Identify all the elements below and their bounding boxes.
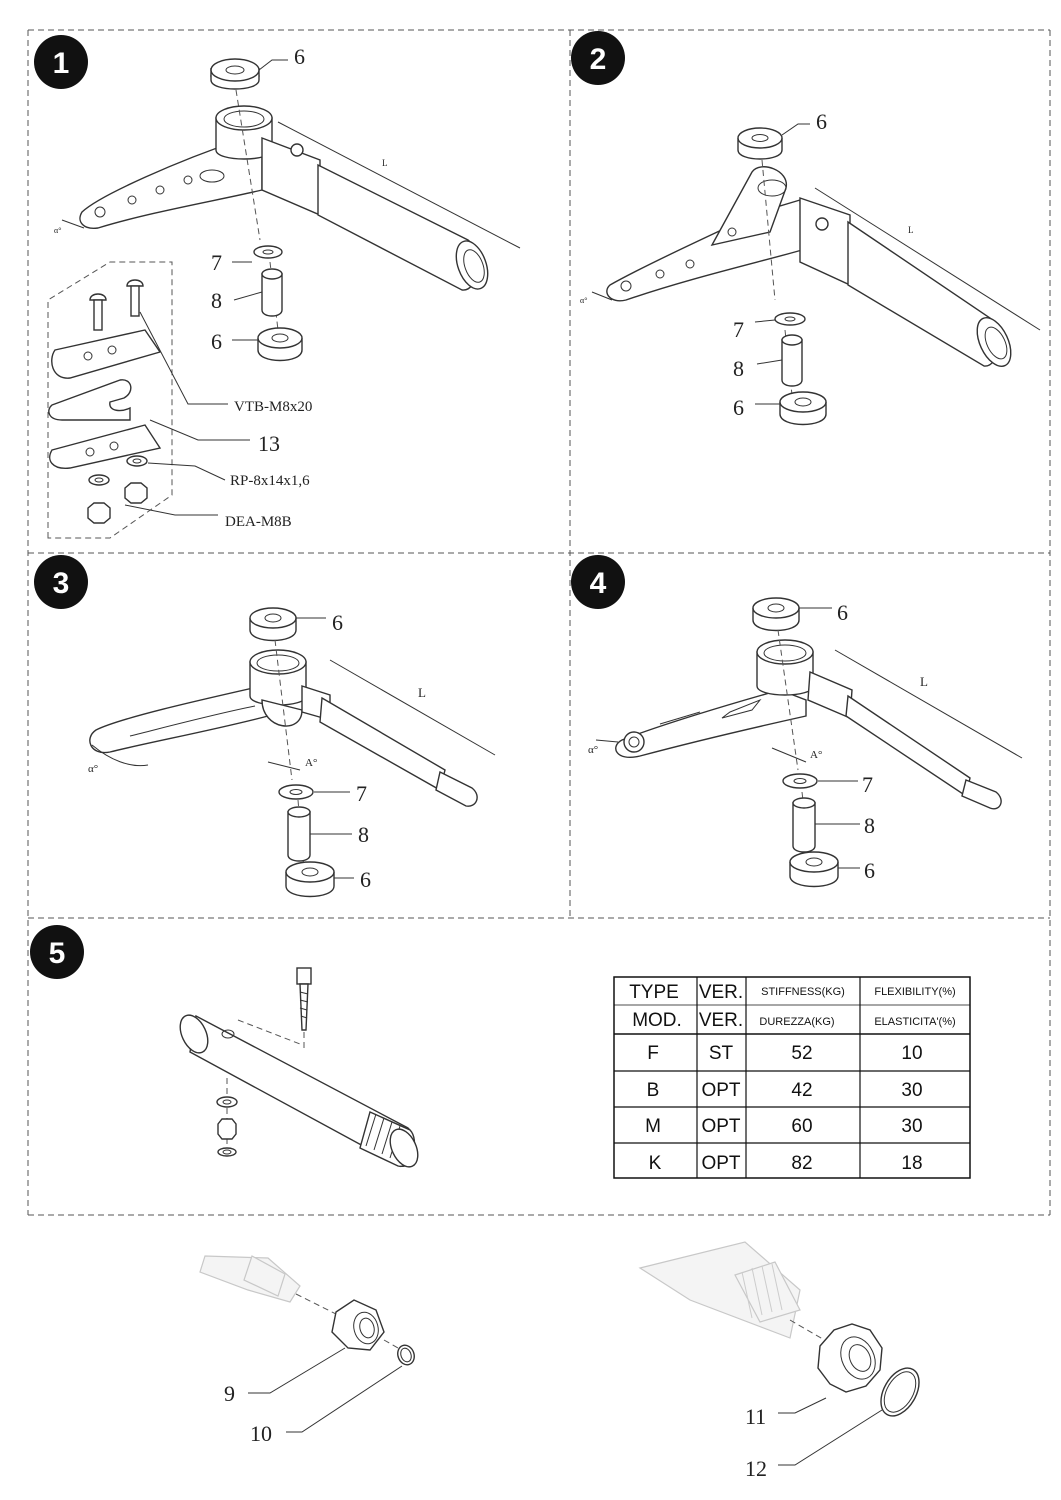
step-badge-4: 4	[571, 555, 625, 609]
table-header-durezza: DUREZZA(KG)	[759, 1016, 834, 1028]
svg-text:B: B	[647, 1080, 660, 1101]
svg-text:L: L	[382, 158, 388, 168]
step-badge-5: 5	[30, 925, 84, 979]
svg-text:M: M	[645, 1116, 661, 1137]
svg-text:30: 30	[901, 1116, 922, 1137]
step-badge-1: 1	[34, 35, 88, 89]
svg-text:18: 18	[901, 1153, 922, 1174]
table-header-mod: MOD.	[632, 1010, 682, 1031]
svg-text:F: F	[647, 1043, 659, 1064]
svg-text:DEA-M8B: DEA-M8B	[225, 514, 292, 530]
svg-text:α°: α°	[588, 744, 598, 756]
table-header-elasticita: ELASTICITA'(%)	[874, 1016, 955, 1028]
panel-3-swing-arm: L α° A° 6 7 8 6	[88, 607, 496, 898]
svg-text:L: L	[418, 685, 426, 700]
bottom-left-nut-detail: 9 10	[199, 1255, 415, 1446]
svg-text:6: 6	[332, 610, 343, 635]
svg-text:VTB-M8x20: VTB-M8x20	[234, 399, 312, 415]
svg-text:6: 6	[294, 44, 305, 69]
svg-text:11: 11	[745, 1404, 766, 1429]
svg-text:4: 4	[590, 567, 607, 600]
svg-text:6: 6	[837, 600, 848, 625]
table-header-stiffness: STIFFNESS(KG)	[761, 986, 845, 998]
svg-text:7: 7	[862, 772, 873, 797]
panel-borders	[27, 29, 1051, 1216]
svg-text:L: L	[920, 674, 928, 689]
panel-1-swing-arm: L α° 6 7 8 6	[47, 44, 521, 539]
svg-text:ST: ST	[709, 1043, 734, 1064]
bottom-right-ringnut-detail: 11 12	[638, 1241, 920, 1481]
svg-text:OPT: OPT	[701, 1116, 740, 1137]
svg-text:A°: A°	[810, 749, 822, 761]
svg-text:12: 12	[745, 1456, 767, 1481]
svg-text:8: 8	[211, 288, 222, 313]
svg-text:6: 6	[211, 329, 222, 354]
table-header-flexibility: FLEXIBILITY(%)	[874, 986, 955, 998]
svg-text:52: 52	[791, 1043, 812, 1064]
svg-text:α°: α°	[54, 226, 61, 235]
svg-text:6: 6	[360, 867, 371, 892]
svg-text:7: 7	[211, 250, 222, 275]
svg-text:6: 6	[864, 858, 875, 883]
svg-text:6: 6	[816, 109, 827, 134]
svg-text:42: 42	[791, 1080, 812, 1101]
svg-text:OPT: OPT	[701, 1153, 740, 1174]
stiffness-table: TYPE VER. STIFFNESS(KG) FLEXIBILITY(%) M…	[613, 976, 971, 1179]
svg-text:3: 3	[53, 567, 70, 600]
svg-text:A°: A°	[305, 757, 317, 769]
svg-text:8: 8	[358, 822, 369, 847]
step-badge-3: 3	[34, 555, 88, 609]
svg-text:7: 7	[356, 781, 367, 806]
svg-text:OPT: OPT	[701, 1080, 740, 1101]
svg-text:L: L	[908, 225, 914, 235]
table-header-ver: VER.	[699, 982, 743, 1003]
svg-text:5: 5	[49, 937, 66, 970]
panel-2-swing-arm: L α° 6 7 8 6	[580, 109, 1041, 426]
panel-4-swing-arm: L α° A° 6 7 8 6	[588, 597, 1023, 888]
svg-text:82: 82	[791, 1153, 812, 1174]
svg-text:10: 10	[250, 1421, 272, 1446]
svg-text:10: 10	[901, 1043, 922, 1064]
svg-text:K: K	[649, 1153, 662, 1174]
svg-text:60: 60	[791, 1116, 812, 1137]
svg-text:9: 9	[224, 1381, 235, 1406]
table-row: B OPT 42 30	[647, 1080, 923, 1101]
svg-text:α°: α°	[580, 296, 587, 305]
svg-text:30: 30	[901, 1080, 922, 1101]
table-header-type: TYPE	[629, 982, 679, 1003]
svg-text:7: 7	[733, 317, 744, 342]
table-row: M OPT 60 30	[645, 1116, 922, 1137]
svg-text:8: 8	[864, 813, 875, 838]
step-badge-2: 2	[571, 31, 625, 85]
svg-text:8: 8	[733, 356, 744, 381]
table-row: F ST 52 10	[647, 1043, 922, 1064]
svg-text:2: 2	[590, 43, 607, 76]
svg-text:6: 6	[733, 395, 744, 420]
svg-text:α°: α°	[88, 763, 98, 775]
table-header-ver-2: VER.	[699, 1010, 743, 1031]
svg-text:1: 1	[53, 47, 70, 80]
svg-text:RP-8x14x1,6: RP-8x14x1,6	[230, 473, 310, 489]
table-row: K OPT 82 18	[649, 1153, 923, 1174]
svg-text:13: 13	[258, 431, 280, 456]
panel-5-tube-assembly	[179, 967, 419, 1168]
